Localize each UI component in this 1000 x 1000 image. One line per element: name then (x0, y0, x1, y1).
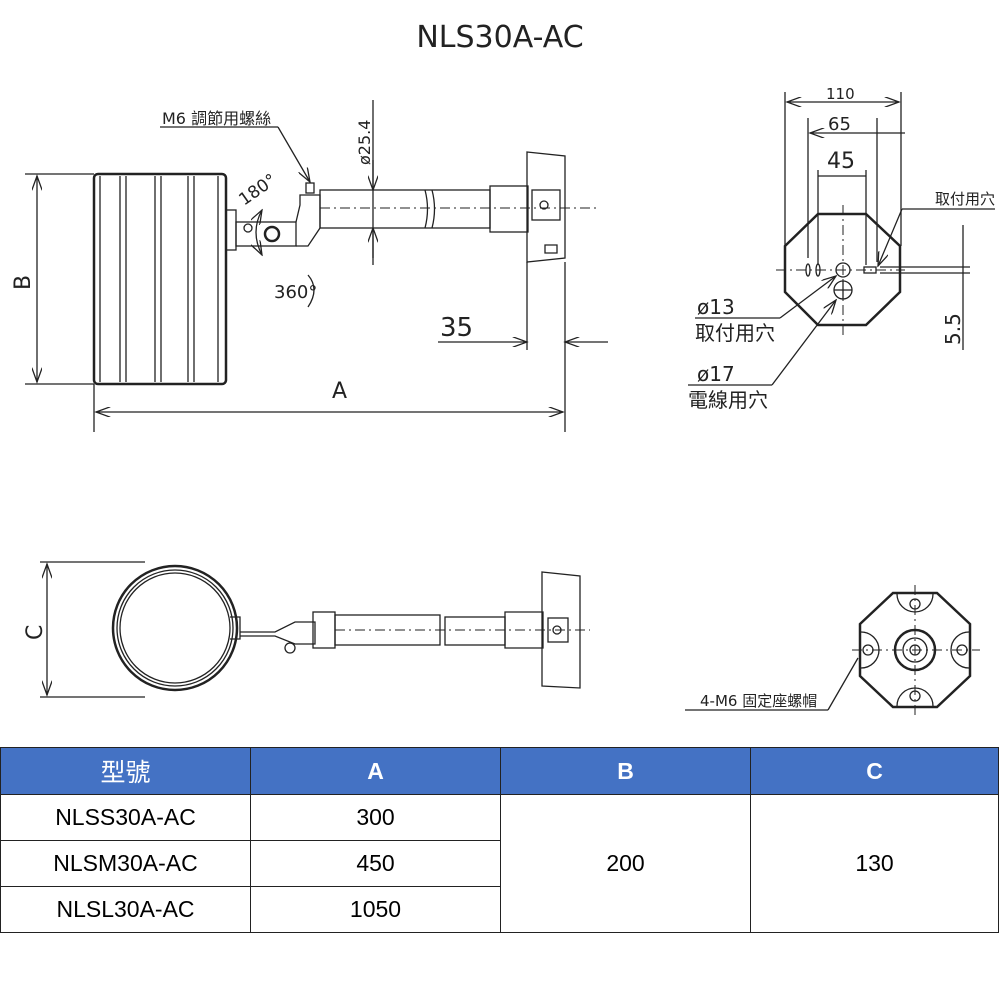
a-cell: 300 (250, 794, 501, 841)
model-cell: NLSS30A-AC (0, 794, 251, 841)
side-view: M6 調節用螺絲 ø25.4 180° 360° B A 35 (11, 100, 608, 432)
tilt-angle-label: 180° (235, 170, 280, 210)
page-title: NLS30A-AC (416, 20, 584, 55)
lamp-fins (99, 176, 219, 382)
dim-c-label: C (23, 625, 48, 640)
dim-65-label: 65 (828, 114, 851, 135)
mount-plate-view: 110 65 45 取付用穴 5.5 ø13 取付用穴 ø17 電線用穴 (688, 85, 995, 412)
header-a: A (250, 747, 501, 795)
header-model: 型號 (0, 747, 251, 795)
hole-17-label: 電線用穴 (688, 388, 768, 412)
pipe-diameter-label: ø25.4 (355, 120, 374, 165)
hole-13-diameter: ø13 (697, 295, 735, 319)
hole-13-label: 取付用穴 (695, 321, 775, 345)
nut-label: 4-M6 固定座螺帽 (700, 692, 817, 710)
table-header-row: 型號 A B C (0, 747, 999, 795)
model-cell: NLSL30A-AC (0, 886, 251, 933)
a-cell: 1050 (250, 886, 501, 933)
hole-17-diameter: ø17 (697, 362, 735, 386)
header-c: C (750, 747, 999, 795)
adjust-screw-label: M6 調節用螺絲 (162, 109, 271, 128)
rotate-angle-label: 360° (274, 282, 317, 303)
c-cell: 130 (750, 794, 999, 933)
mount-hole-label: 取付用穴 (935, 190, 995, 208)
front-view: 4-M6 固定座螺帽 (685, 585, 980, 715)
technical-drawing: M6 調節用螺絲 ø25.4 180° 360° B A 35 110 65 4… (11, 85, 995, 715)
spec-table: 型號 A B C NLSS30A-AC 300 200 130 NLSM30A-… (0, 747, 999, 933)
table-row: NLSS30A-AC 300 200 130 (0, 794, 999, 933)
header-b: B (500, 747, 751, 795)
a-cell: 450 (250, 840, 501, 887)
table-row: NLSL30A-AC 1050 (0, 886, 999, 933)
dim-a-label: A (332, 379, 347, 404)
top-view: C (23, 561, 590, 698)
model-cell: NLSM30A-AC (0, 840, 251, 887)
dim-5-5-label: 5.5 (941, 313, 965, 345)
lamp-body (92, 172, 228, 386)
dim-45-label: 45 (827, 149, 855, 174)
dim-35-label: 35 (440, 313, 473, 343)
dim-110-label: 110 (826, 85, 855, 103)
dim-b-label: B (11, 275, 36, 290)
table-row: NLSM30A-AC 450 (0, 840, 999, 887)
b-cell: 200 (500, 794, 751, 933)
